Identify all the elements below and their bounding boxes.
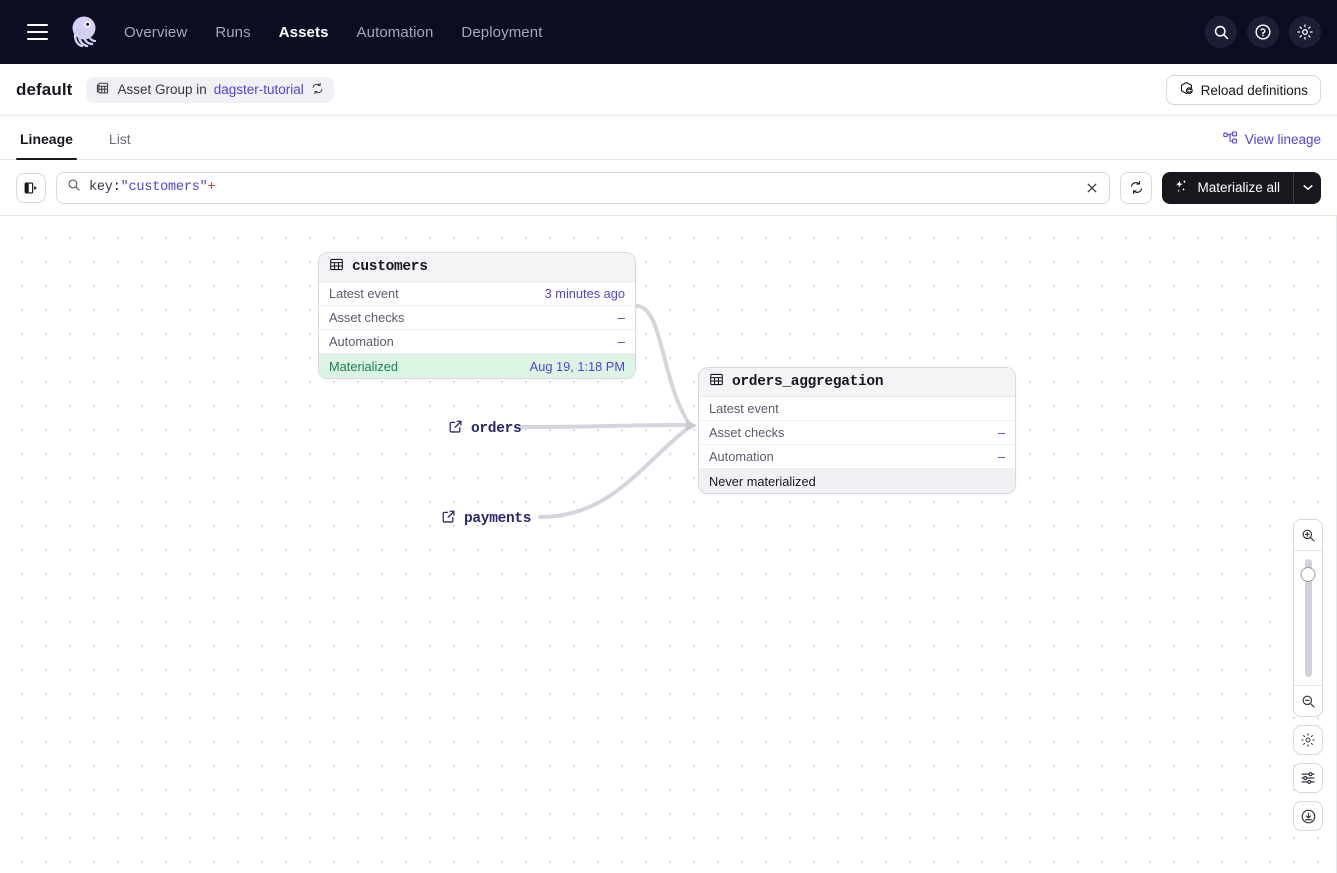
topnav-actions [1205, 0, 1321, 64]
external-asset-name: payments [464, 511, 532, 527]
asset-row-latest-event[interactable]: Latest event [699, 397, 1015, 421]
asset-group-badge[interactable]: Asset Group in dagster-tutorial [86, 76, 334, 103]
primary-nav-links: Overview Runs Assets Automation Deployme… [124, 24, 542, 41]
search-input-icon [67, 178, 81, 197]
asset-node-header[interactable]: customers [319, 253, 635, 282]
nav-link-deployment[interactable]: Deployment [461, 23, 543, 41]
zoom-slider-track[interactable] [1304, 559, 1312, 677]
asset-group-icon [96, 81, 110, 98]
asset-row-latest-event[interactable]: Latest event 3 minutes ago [319, 282, 635, 306]
lineage-graph-canvas[interactable]: customers Latest event 3 minutes ago Ass… [0, 216, 1337, 873]
toggle-sidebar-panel-icon[interactable] [16, 172, 46, 203]
asset-row-value[interactable]: 3 minutes ago [544, 286, 625, 301]
zoom-slider-handle[interactable] [1300, 567, 1316, 582]
asset-row-never-materialized[interactable]: Never materialized [699, 469, 1015, 493]
external-asset-orders[interactable]: orders [448, 419, 522, 439]
reload-definitions-button[interactable]: Reload definitions [1165, 75, 1321, 105]
graph-edges [520, 304, 697, 519]
asset-row-label: Latest event [709, 401, 779, 416]
asset-row-asset-checks[interactable]: Asset checks – [699, 421, 1015, 445]
hamburger-menu-icon[interactable] [20, 15, 54, 49]
graph-toolbar: key:"customers"+ [0, 160, 1337, 216]
asset-row-label: Automation [709, 449, 774, 464]
refresh-graph-button[interactable] [1120, 171, 1153, 204]
dagster-logo-icon[interactable] [64, 11, 106, 53]
graph-settings-gear-icon[interactable] [1293, 725, 1323, 755]
nav-link-overview[interactable]: Overview [124, 23, 188, 41]
asset-row-value[interactable]: Aug 19, 1:18 PM [529, 358, 625, 374]
external-link-icon [441, 509, 456, 529]
asset-row-automation[interactable]: Automation – [699, 445, 1015, 469]
asset-node-header[interactable]: orders_aggregation [699, 368, 1015, 397]
external-asset-name: orders [471, 421, 522, 437]
zoom-slider[interactable] [1294, 551, 1322, 685]
materialize-all-label: Materialize all [1197, 180, 1280, 195]
lineage-graph-icon [1222, 131, 1238, 148]
tab-list[interactable]: List [108, 131, 131, 147]
view-lineage-label: View lineage [1244, 132, 1321, 147]
page-header: default Asset Group in dagster-tutorial [0, 64, 1337, 116]
materialize-dropdown-caret-icon[interactable] [1293, 171, 1321, 204]
asset-group-prefix-label: Asset Group in [117, 82, 207, 97]
nav-link-runs[interactable]: Runs [215, 23, 251, 41]
table-asset-icon [329, 257, 344, 277]
reload-definitions-icon [1179, 81, 1194, 99]
page-title: default [16, 79, 73, 99]
search-token-value: "customers" [120, 180, 208, 195]
sparkles-icon [1174, 179, 1189, 197]
asset-row-value: – [617, 334, 625, 349]
top-navigation-bar: Overview Runs Assets Automation Deployme… [0, 0, 1337, 64]
external-link-icon [448, 419, 463, 439]
zoom-controls [1293, 519, 1323, 831]
search-icon[interactable] [1205, 16, 1237, 48]
asset-row-label: Never materialized [709, 473, 816, 489]
help-icon[interactable] [1247, 16, 1279, 48]
asset-node-customers[interactable]: customers Latest event 3 minutes ago Ass… [318, 252, 636, 379]
search-token-plus: + [207, 180, 216, 195]
recenter-graph-icon[interactable] [1293, 801, 1323, 831]
asset-row-automation[interactable]: Automation – [319, 330, 635, 354]
nav-link-automation[interactable]: Automation [356, 23, 434, 41]
materialize-all-main[interactable]: Materialize all [1162, 172, 1293, 204]
divider [1294, 685, 1322, 686]
materialize-all-button[interactable]: Materialize all [1162, 171, 1321, 204]
search-token-key: key [89, 180, 113, 195]
zoom-out-icon[interactable] [1294, 686, 1322, 716]
asset-node-name: customers [352, 259, 428, 275]
table-asset-icon [709, 372, 724, 392]
reload-cycle-icon[interactable] [311, 82, 324, 98]
asset-row-label: Latest event [329, 286, 399, 301]
graph-filters-icon[interactable] [1293, 763, 1323, 793]
asset-node-orders-aggregation[interactable]: orders_aggregation Latest event Asset ch… [698, 367, 1016, 494]
nav-link-assets[interactable]: Assets [278, 23, 329, 41]
external-asset-payments[interactable]: payments [441, 509, 532, 529]
zoom-in-icon[interactable] [1294, 520, 1322, 550]
divider [1294, 550, 1322, 551]
asset-row-label: Asset checks [709, 425, 785, 440]
asset-row-materialized[interactable]: Materialized Aug 19, 1:18 PM [319, 354, 635, 378]
asset-node-name: orders_aggregation [732, 374, 884, 390]
asset-row-asset-checks[interactable]: Asset checks – [319, 306, 635, 330]
reload-definitions-label: Reload definitions [1200, 82, 1308, 98]
view-lineage-link[interactable]: View lineage [1222, 131, 1321, 148]
settings-gear-icon[interactable] [1289, 16, 1321, 48]
search-query-text: key:"customers"+ [89, 180, 216, 195]
asset-search-input[interactable]: key:"customers"+ [56, 171, 1111, 204]
search-token-colon: : [112, 180, 121, 195]
zoom-slider-group [1293, 519, 1323, 717]
asset-row-label: Asset checks [329, 310, 405, 325]
asset-row-label: Materialized [329, 358, 398, 374]
asset-row-value: – [997, 425, 1005, 440]
code-location-link[interactable]: dagster-tutorial [213, 82, 304, 97]
view-tabs-bar: Lineage List View lineage [0, 116, 1337, 160]
asset-row-value: – [997, 449, 1005, 464]
tab-lineage[interactable]: Lineage [16, 131, 77, 160]
asset-row-label: Automation [329, 334, 394, 349]
clear-search-icon[interactable] [1085, 181, 1099, 195]
asset-row-value: – [617, 310, 625, 325]
